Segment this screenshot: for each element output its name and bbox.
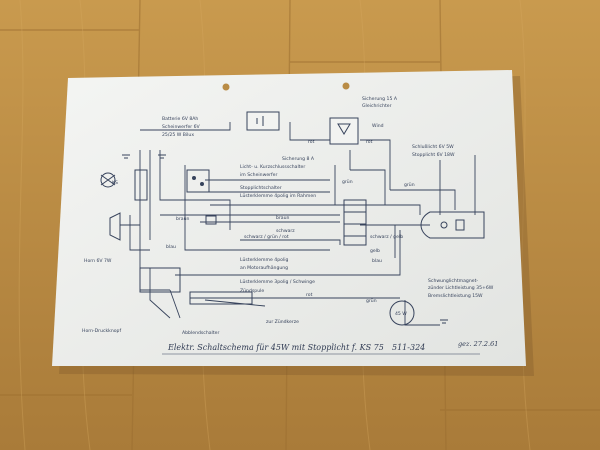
label-brake-power: Bremslichtleistung 15W: [428, 293, 483, 299]
label-blau-right: blau: [372, 258, 382, 264]
label-braun-right: braun: [276, 215, 290, 221]
label-engine-mount: an Motoraufhängung: [240, 265, 288, 271]
label-battery: Batterie 6V 8Ah: [162, 116, 198, 122]
label-terminal-4pole-frame: Lüsterklemme 4polig im Rahmen: [240, 193, 316, 199]
label-horn-button: Horn-Druckknopf: [82, 328, 121, 334]
dimmer-switch-symbol: [139, 267, 181, 293]
light-switch-symbol: [134, 169, 148, 201]
punch-hole: [222, 83, 230, 91]
diagram-caption: Elektr. Schaltschema für 45W mit Stoppli…: [167, 343, 384, 352]
connector-block: [205, 215, 217, 225]
signature: gez. 27.2.61: [458, 340, 498, 348]
label-terminal-4pole: Lüsterklemme 4polig: [240, 257, 289, 263]
label-rectifier: Gleichrichter: [362, 103, 392, 109]
label-blau: blau: [166, 244, 176, 250]
rectifier-box: [329, 117, 359, 145]
schematic-labels: Batterie 6V 8Ah Scheinwerfer 6V 25/25 W …: [82, 96, 494, 336]
horn-symbol: [109, 212, 121, 241]
punch-hole: [342, 82, 350, 90]
drawing-number: 511-324: [392, 343, 425, 352]
label-ks: KS: [112, 180, 118, 186]
label-gruen: grün: [342, 179, 353, 185]
label-gruen-right: grün: [404, 182, 415, 188]
label-schwarz-gruen-rot: schwarz / grün / rot: [244, 234, 289, 240]
label-rot-right: rot: [366, 139, 373, 145]
label-terminal-3pole: Lüsterklemme 3polig / Schwinge: [240, 279, 315, 285]
label-stoplight-switch: Stopplichtschalter: [240, 185, 282, 191]
label-spark-plug: zur Zündkerze: [266, 319, 299, 325]
label-horn: Horn 6V 7W: [84, 258, 112, 264]
label-fuse-mid: Sicherung 8 A: [282, 156, 315, 162]
label-schwarz: schwarz: [276, 228, 295, 234]
terminal-strip: [343, 199, 367, 246]
label-main-switch: Licht- u. Kurzschlussschalter: [240, 164, 305, 170]
ignition-coil-symbol: [189, 291, 253, 305]
label-ignition-coil: Zündspule: [240, 288, 264, 294]
label-main-switch-sub: im Scheinwerfer: [240, 172, 277, 178]
title-block: Elektr. Schaltschema für 45W mit Stoppli…: [162, 340, 498, 355]
label-braun: braun: [176, 216, 190, 222]
label-magneto: Schwunglichtmagnet-: [428, 278, 478, 284]
label-gelb: gelb: [370, 248, 380, 254]
tail-light-symbol: [420, 211, 485, 239]
label-schwarz-gelb: schwarz / gelb: [370, 234, 403, 240]
label-wind: Wind: [372, 123, 384, 129]
label-gruen-bottom: grün: [366, 298, 377, 304]
magneto-symbol: [389, 300, 415, 326]
label-rot-bottom: rot: [306, 292, 313, 298]
label-magneto-sub: zünder Lichtleistung 35+6W: [428, 285, 494, 291]
label-dimmer: Abblendschalter: [182, 330, 219, 336]
main-switch-symbol: [186, 169, 210, 193]
headlamp-symbol: [100, 172, 116, 188]
label-rot: rot: [308, 139, 315, 145]
label-headlamp-watts: 25/25 W Bilux: [162, 132, 194, 138]
label-watt: 45 W: [395, 311, 407, 317]
components: [100, 111, 485, 326]
label-stop-light: Stopplicht 6V 18W: [412, 152, 455, 158]
label-headlamp: Scheinwerfer 6V: [162, 124, 201, 130]
label-fuse-top: Sicherung 15 A: [362, 96, 398, 102]
label-tail-light: Schlußlicht 6V 5W: [412, 144, 454, 150]
